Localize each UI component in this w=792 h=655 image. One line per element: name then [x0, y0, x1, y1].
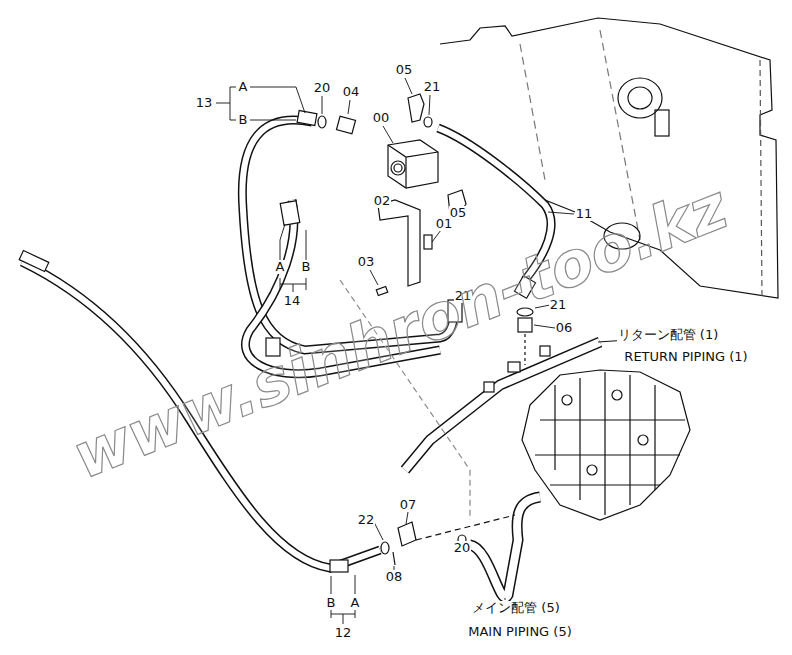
valve-block [388, 140, 438, 188]
callout-number: 21 [423, 80, 442, 94]
callout-number: 13 [195, 96, 214, 110]
callout-number: B [301, 260, 312, 274]
callout-number: 12 [334, 626, 353, 640]
callout-number: 07 [399, 498, 418, 512]
bracket [378, 200, 420, 286]
callout-number: 02 [373, 194, 392, 208]
callout-number: 20 [453, 541, 472, 555]
callout-number: 01 [435, 217, 454, 231]
callout-number: A [350, 596, 361, 610]
control-valve [522, 370, 690, 520]
callout-number: 11 [575, 207, 594, 221]
callout-number: 04 [342, 85, 361, 99]
callout-number: A [238, 80, 249, 94]
main-pipe [470, 497, 540, 597]
callout-number: B [238, 113, 249, 127]
callout-number: 08 [385, 570, 404, 584]
flange-clamp [398, 522, 416, 546]
adapter [336, 116, 355, 134]
piping-reference: MAIN PIPING (5) [467, 625, 573, 639]
piping-reference: メイン配管 (5) [471, 601, 561, 615]
callout-number: 22 [357, 513, 376, 527]
callout-number: B [326, 596, 337, 610]
adapter [518, 318, 532, 332]
o-ring [318, 116, 326, 128]
callout-number: 20 [313, 81, 332, 95]
callout-number: 14 [283, 294, 302, 308]
callout-number: 05 [395, 63, 414, 77]
piping-reference: RETURN PIPING (1) [623, 350, 748, 364]
callout-number: 03 [357, 255, 376, 269]
callout-number: 00 [372, 111, 391, 125]
piping-reference: リターン配管 (1) [617, 328, 720, 342]
callout-number: 06 [555, 321, 574, 335]
callout-number: A [275, 260, 286, 274]
elbow-fitting [408, 94, 424, 122]
